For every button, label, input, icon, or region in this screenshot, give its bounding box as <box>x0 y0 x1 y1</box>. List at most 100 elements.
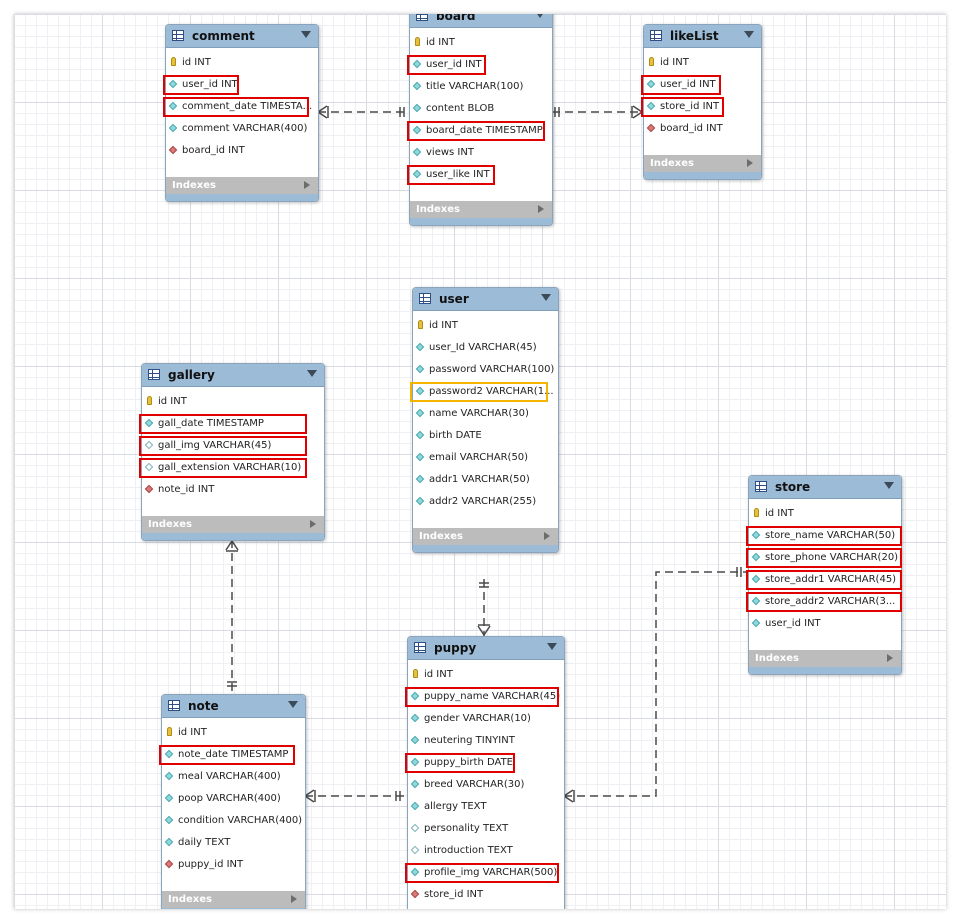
column-row[interactable]: comment_date TIMESTA... <box>163 96 318 118</box>
column-row[interactable]: breed VARCHAR(30) <box>408 774 564 796</box>
table-header[interactable]: likeList <box>644 25 761 48</box>
indexes-section[interactable]: Indexes <box>166 177 318 194</box>
column-row[interactable]: store_addr2 VARCHAR(3... <box>746 591 902 613</box>
column-row[interactable]: comment VARCHAR(400) <box>166 118 318 140</box>
column-row[interactable]: user_id INT <box>749 613 901 635</box>
column-row[interactable]: store_name VARCHAR(50) <box>746 525 902 547</box>
column-row[interactable]: id INT <box>142 391 324 413</box>
column-row[interactable]: birth DATE <box>413 425 558 447</box>
indexes-section[interactable]: Indexes <box>749 650 901 667</box>
column-row[interactable]: user_like INT <box>407 164 552 186</box>
table-header[interactable]: store <box>749 476 901 499</box>
table-header[interactable]: note <box>162 695 305 718</box>
column-row[interactable]: note_id INT <box>142 479 324 501</box>
chevron-down-icon[interactable] <box>541 294 551 301</box>
expand-arrow-icon[interactable] <box>747 159 753 167</box>
expand-arrow-icon[interactable] <box>887 654 893 662</box>
indexes-section[interactable]: Indexes <box>410 201 552 218</box>
column-row[interactable]: user_id INT <box>641 74 761 96</box>
expand-arrow-icon[interactable] <box>304 181 310 189</box>
chevron-down-icon[interactable] <box>307 370 317 377</box>
crows-foot-marker <box>231 540 239 551</box>
chevron-down-icon[interactable] <box>301 31 311 38</box>
column-row[interactable]: store_addr1 VARCHAR(45) <box>746 569 902 591</box>
column-row[interactable]: gender VARCHAR(10) <box>408 708 564 730</box>
column-row[interactable]: views INT <box>410 142 552 164</box>
column-row[interactable]: personality TEXT <box>408 818 564 840</box>
column-icon <box>751 596 761 606</box>
column-row[interactable]: title VARCHAR(100) <box>410 76 552 98</box>
chevron-down-icon[interactable] <box>884 482 894 489</box>
chevron-down-icon[interactable] <box>744 31 754 38</box>
column-row[interactable]: name VARCHAR(30) <box>413 403 558 425</box>
column-row[interactable]: id INT <box>413 315 558 337</box>
column-row[interactable]: addr2 VARCHAR(255) <box>413 491 558 513</box>
column-row[interactable]: user_id INT <box>407 54 552 76</box>
column-row[interactable]: id INT <box>166 52 318 74</box>
column-row[interactable]: note_date TIMESTAMP <box>159 744 305 766</box>
column-row[interactable]: condition VARCHAR(400) <box>162 810 305 832</box>
column-row[interactable]: gall_img VARCHAR(45) <box>139 435 324 457</box>
column-row[interactable]: id INT <box>410 32 552 54</box>
indexes-section[interactable]: Indexes <box>413 528 558 545</box>
expand-arrow-icon[interactable] <box>538 205 544 213</box>
column-row[interactable]: password2 VARCHAR(1... <box>410 381 558 403</box>
column-row[interactable]: neutering TINYINT <box>408 730 564 752</box>
column-row[interactable]: introduction TEXT <box>408 840 564 862</box>
column-row[interactable]: board_id INT <box>644 118 761 140</box>
column-row[interactable]: puppy_birth DATE <box>405 752 564 774</box>
column-row[interactable]: board_date TIMESTAMP <box>407 120 552 142</box>
column-row[interactable]: id INT <box>162 722 305 744</box>
column-row[interactable]: id INT <box>644 52 761 74</box>
table-header[interactable]: comment <box>166 25 318 48</box>
primary-key-icon <box>147 396 152 405</box>
column-row[interactable]: store_id INT <box>408 884 564 906</box>
indexes-section[interactable]: Indexes <box>142 516 324 533</box>
column-row[interactable]: addr1 VARCHAR(50) <box>413 469 558 491</box>
column-row[interactable]: user_id INT <box>163 74 318 96</box>
table-footer <box>162 908 305 909</box>
column-icon <box>415 386 425 396</box>
column-row[interactable]: id INT <box>408 664 564 686</box>
column-row[interactable]: gall_extension VARCHAR(10) <box>139 457 324 479</box>
column-row[interactable]: store_id INT <box>641 96 761 118</box>
table-header[interactable]: board <box>410 14 552 28</box>
column-row[interactable]: poop VARCHAR(400) <box>162 788 305 810</box>
expand-arrow-icon[interactable] <box>544 532 550 540</box>
column-row[interactable]: password VARCHAR(100) <box>413 359 558 381</box>
chevron-down-icon[interactable] <box>535 14 545 18</box>
column-row[interactable]: daily TEXT <box>162 832 305 854</box>
chevron-down-icon[interactable] <box>547 643 557 650</box>
column-row[interactable]: board_id INT <box>166 140 318 162</box>
expand-arrow-icon[interactable] <box>291 895 297 903</box>
column-icon <box>410 867 420 877</box>
column-row[interactable]: allergy TEXT <box>408 796 564 818</box>
column-row[interactable]: puppy_id INT <box>162 854 305 876</box>
column-row[interactable]: email VARCHAR(50) <box>413 447 558 469</box>
column-row[interactable]: puppy_name VARCHAR(45) <box>405 686 564 708</box>
column-row[interactable]: gall_date TIMESTAMP <box>139 413 324 435</box>
table-header[interactable]: puppy <box>408 637 564 660</box>
column-row[interactable]: id INT <box>749 503 901 525</box>
table-header[interactable]: user <box>413 288 558 311</box>
column-row[interactable]: content BLOB <box>410 98 552 120</box>
column-row[interactable]: meal VARCHAR(400) <box>162 766 305 788</box>
column-row[interactable]: user_Id VARCHAR(45) <box>413 337 558 359</box>
indexes-section[interactable]: Indexes <box>162 891 305 908</box>
column-row[interactable]: profile_img VARCHAR(500) <box>405 862 564 884</box>
expand-arrow-icon[interactable] <box>310 520 316 528</box>
connector-puppy-store <box>564 571 747 797</box>
column-row[interactable]: store_phone VARCHAR(20) <box>746 547 902 569</box>
chevron-down-icon[interactable] <box>288 701 298 708</box>
indexes-section[interactable]: Indexes <box>644 155 761 172</box>
table-icon <box>168 700 180 711</box>
table-header[interactable]: gallery <box>142 364 324 387</box>
